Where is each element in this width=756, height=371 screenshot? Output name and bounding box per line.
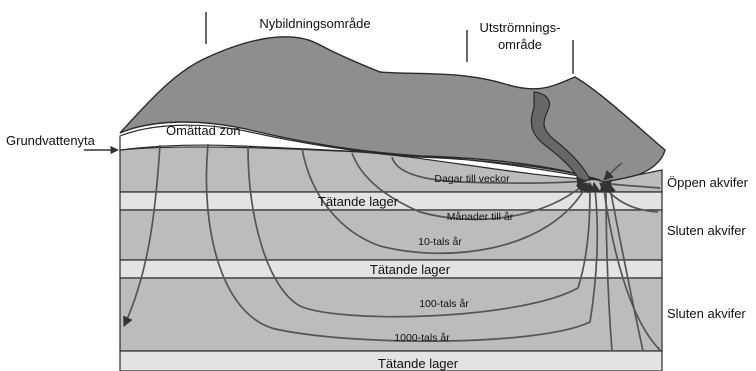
confined-aquifer-1: [120, 210, 662, 260]
discharge-area-label-line1: Utströmnings-: [480, 20, 561, 35]
confined-aquifer-label-1: Sluten akvifer: [667, 223, 746, 238]
water-table-label: Grundvattenyta: [6, 133, 96, 148]
open-aquifer-label: Öppen akvifer: [667, 175, 749, 190]
confining-layer-label-1: Tätande lager: [318, 194, 399, 209]
discharge-area-label-line2: område: [498, 37, 542, 52]
travel-time-days-weeks: Dagar till veckor: [434, 173, 510, 185]
confining-layer-label-2: Tätande lager: [370, 262, 451, 277]
travel-time-decades: 10-tals år: [418, 236, 462, 248]
recharge-area-label: Nybildningsområde: [259, 16, 370, 31]
travel-time-months-years: Månader till år: [447, 211, 514, 223]
confined-aquifer-label-2: Sluten akvifer: [667, 306, 746, 321]
travel-time-centuries: 100-tals år: [419, 298, 469, 310]
unsaturated-zone-label: Omättad zon: [166, 123, 240, 138]
travel-time-millennia: 1000-tals år: [394, 332, 450, 344]
confining-layer-label-3: Tätande lager: [378, 356, 459, 371]
